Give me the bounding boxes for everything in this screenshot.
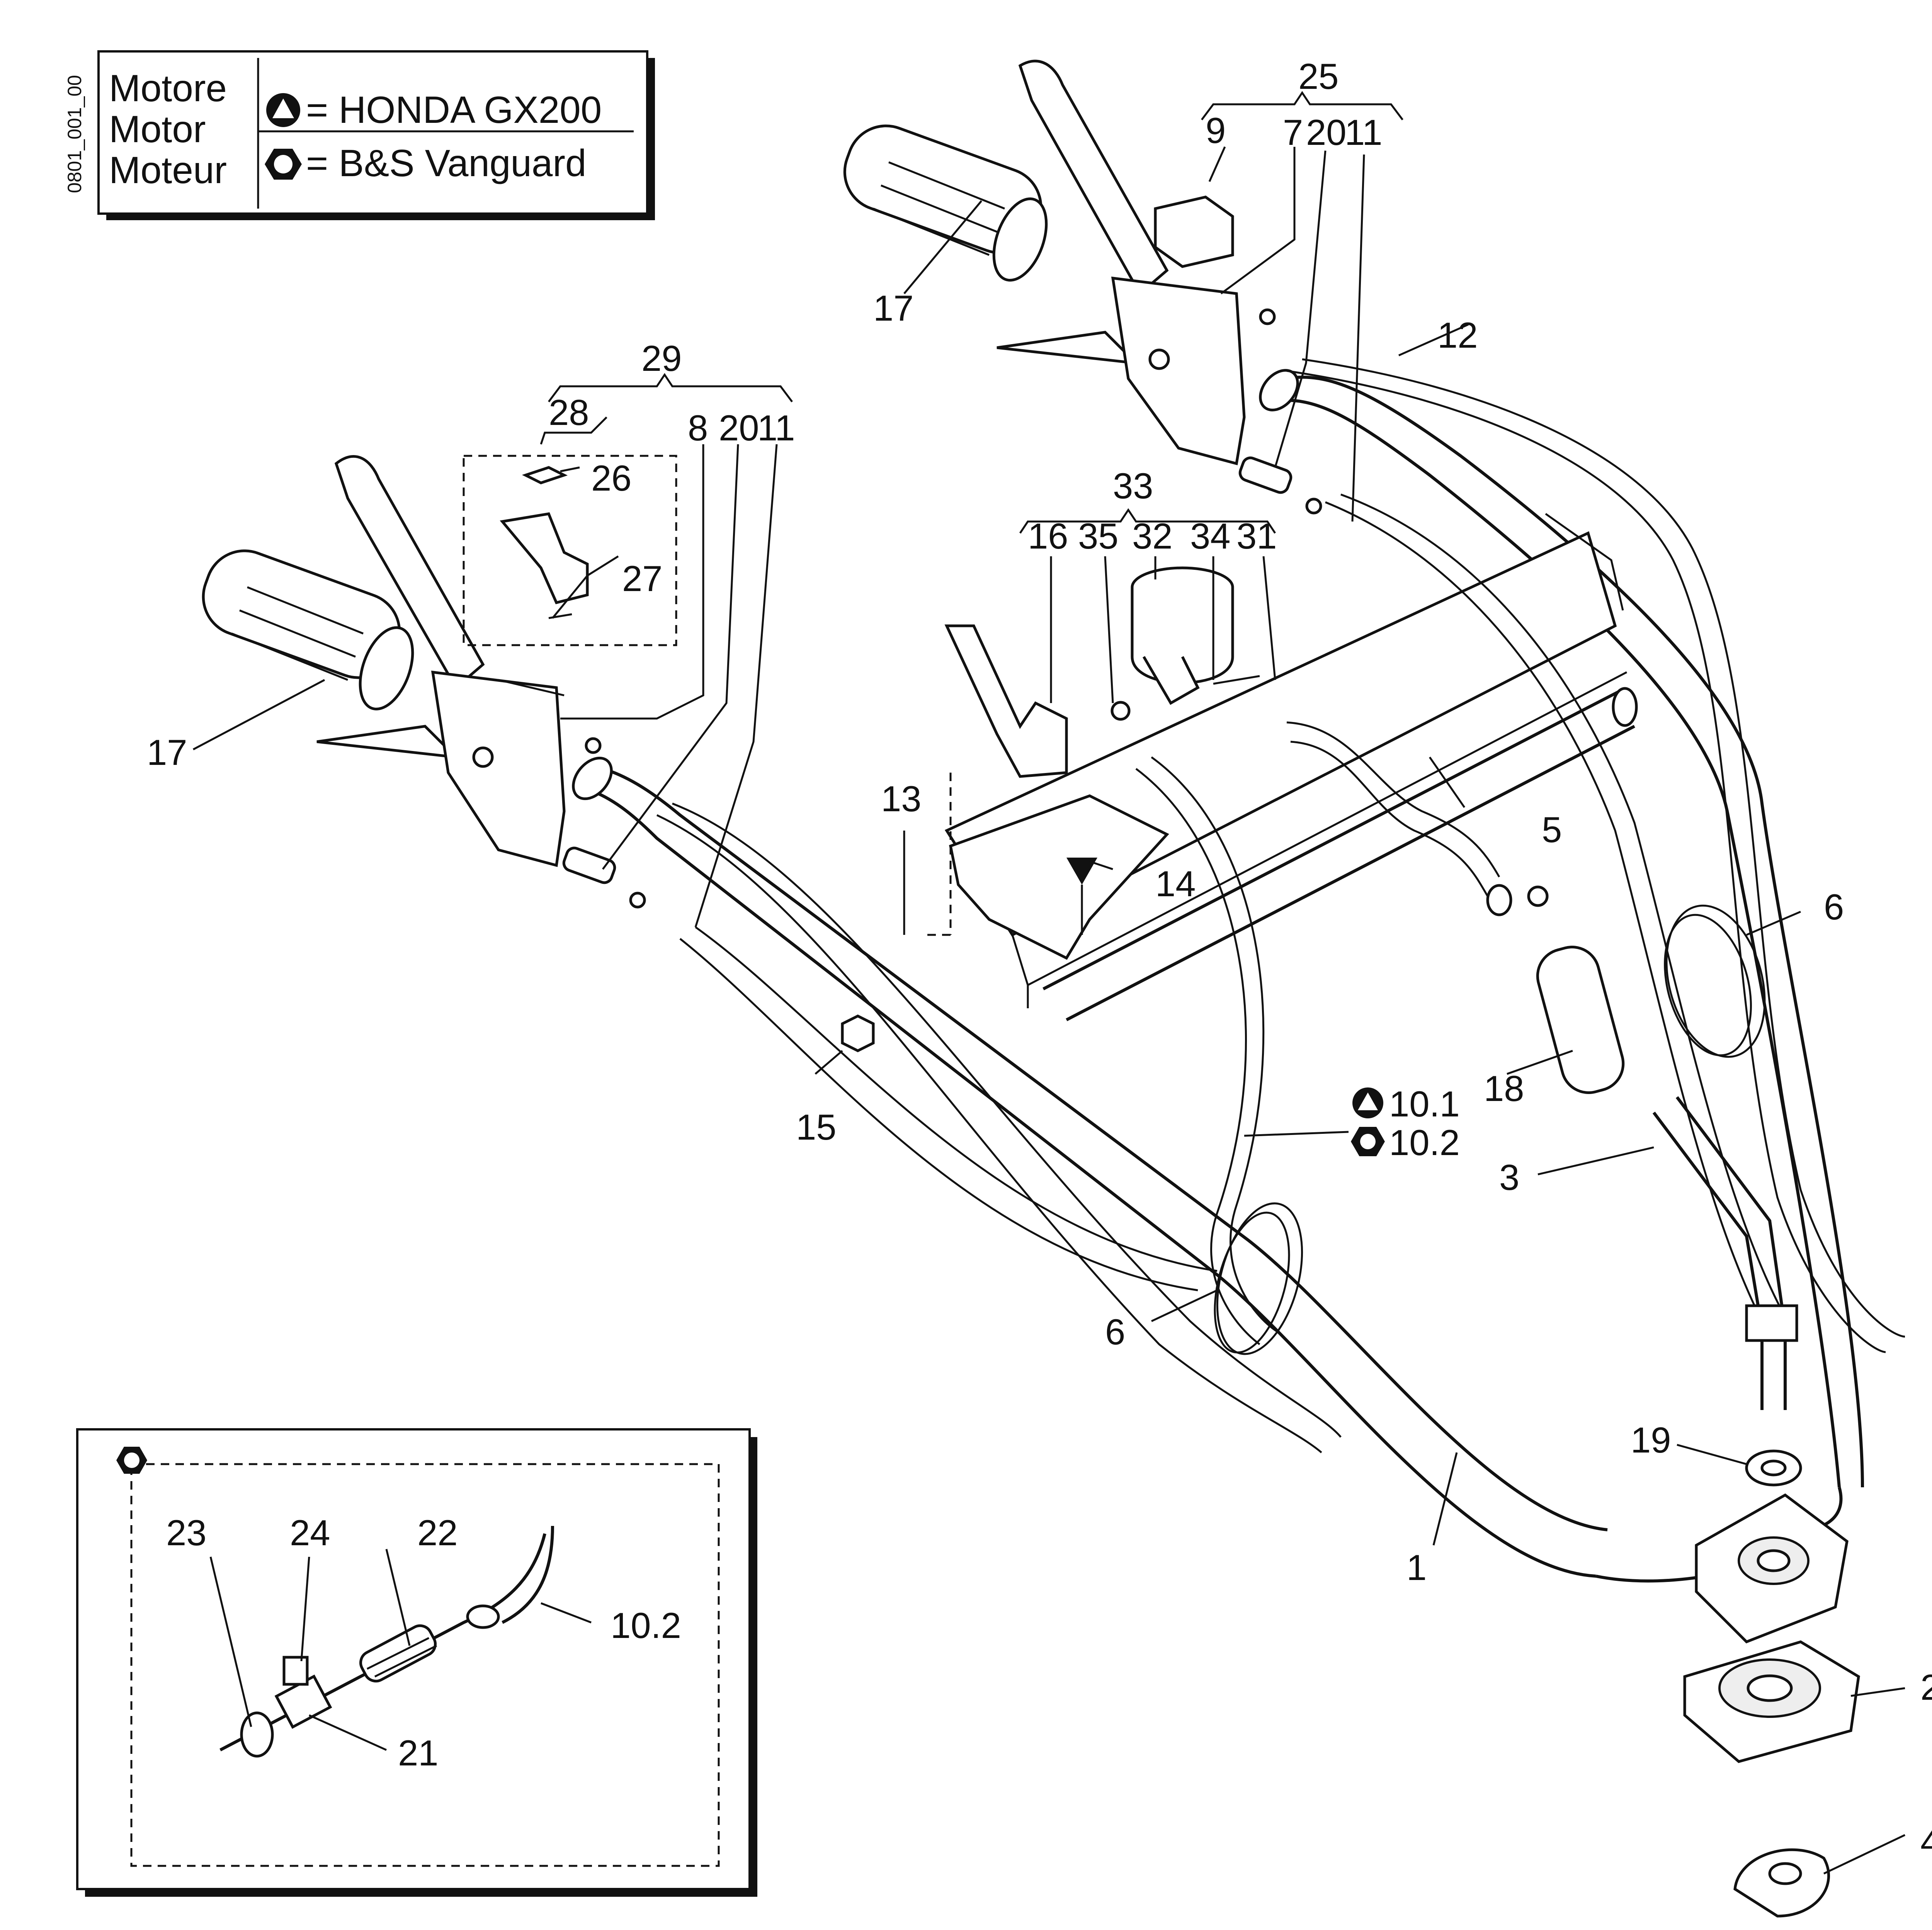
label-5: 5 xyxy=(1542,809,1562,850)
label-20-right: 20 xyxy=(1306,112,1347,153)
label-17-top: 17 xyxy=(873,288,914,328)
triangle-in-circle-icon xyxy=(266,93,300,127)
label-21: 21 xyxy=(398,1733,439,1773)
label-11-left: 11 xyxy=(757,408,795,448)
legend-motore: Motore xyxy=(109,67,227,109)
label-10-2-inset: 10.2 xyxy=(611,1605,681,1646)
right-side-parts xyxy=(1536,946,1860,1918)
triangle-in-circle-icon xyxy=(1352,1087,1383,1118)
label-35: 35 xyxy=(1078,516,1119,556)
cables xyxy=(656,358,1905,1453)
label-3: 3 xyxy=(1499,1157,1519,1198)
label-9: 9 xyxy=(1206,110,1226,151)
label-14: 14 xyxy=(1155,863,1196,904)
label-15: 15 xyxy=(796,1107,837,1147)
label-20-left: 20 xyxy=(719,408,759,448)
label-24: 24 xyxy=(290,1512,330,1553)
right-lever-assembly xyxy=(843,59,1322,515)
label-6-right: 6 xyxy=(1824,887,1844,927)
label-27: 27 xyxy=(622,558,663,599)
hexagon-icon xyxy=(1351,1127,1385,1156)
hexagon-icon xyxy=(116,1447,147,1474)
cable-clamp-right xyxy=(1664,904,1766,1058)
label-18: 18 xyxy=(1484,1068,1524,1109)
cable-clamp-left xyxy=(1214,1202,1303,1355)
label-7: 7 xyxy=(1283,112,1303,153)
legend-honda: = HONDA GX200 xyxy=(306,88,602,131)
group-braces xyxy=(540,91,1403,534)
label-17-left: 17 xyxy=(147,732,187,773)
label-10-1: 10.1 xyxy=(1389,1084,1460,1124)
label-33: 33 xyxy=(1113,466,1153,506)
center-switch-parts xyxy=(841,566,1260,1052)
bs-cable-inset xyxy=(76,1428,757,1897)
legend-bs: = B&S Vanguard xyxy=(306,142,587,184)
label-6-left: 6 xyxy=(1105,1312,1125,1352)
leader-lines xyxy=(192,146,1906,1875)
label-8: 8 xyxy=(688,408,708,448)
label-22: 22 xyxy=(417,1512,458,1553)
label-11-right: 11 xyxy=(1345,112,1383,153)
label-4: 4 xyxy=(1920,1821,1932,1862)
kit-28-box xyxy=(463,455,677,646)
label-2: 2 xyxy=(1920,1667,1932,1707)
legend-motor: Motor xyxy=(109,108,206,150)
label-1: 1 xyxy=(1406,1547,1427,1588)
label-19: 19 xyxy=(1631,1420,1671,1460)
label-34: 34 xyxy=(1190,516,1231,556)
hexagon-icon xyxy=(265,149,302,180)
label-10-2: 10.2 xyxy=(1389,1122,1460,1163)
label-23: 23 xyxy=(166,1512,207,1553)
engine-legend: Motore Motor Moteur = HONDA GX200 = B&S … xyxy=(97,50,655,220)
callout-labels: 25 9 7 20 11 17 12 29 28 8 20 11 26 27 3… xyxy=(147,56,1932,1862)
label-29: 29 xyxy=(641,338,682,379)
label-12: 12 xyxy=(1437,315,1478,355)
label-26: 26 xyxy=(591,458,632,498)
legend-moteur: Moteur xyxy=(109,149,227,191)
label-31: 31 xyxy=(1236,516,1277,556)
label-25: 25 xyxy=(1298,56,1339,97)
label-13: 13 xyxy=(881,778,922,819)
label-32: 32 xyxy=(1132,516,1173,556)
document-code: 0801_001_00 xyxy=(64,75,85,193)
label-16: 16 xyxy=(1028,516,1068,556)
label-28: 28 xyxy=(549,392,589,433)
left-lever-assembly xyxy=(202,455,646,909)
